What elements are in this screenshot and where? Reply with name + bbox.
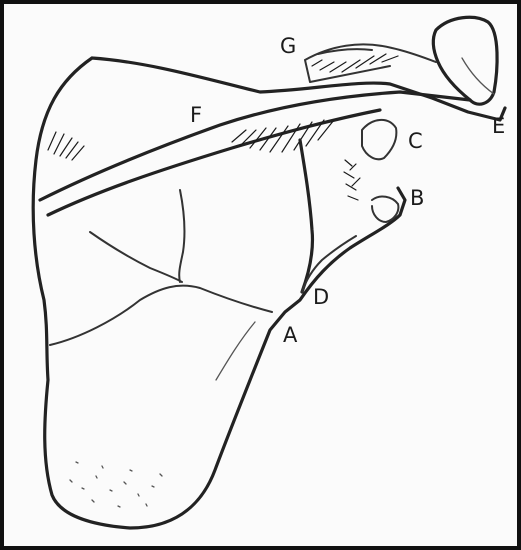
- label-f: F: [190, 103, 202, 127]
- label-c: C: [408, 129, 423, 153]
- label-a: A: [283, 323, 298, 347]
- label-g: G: [280, 34, 296, 58]
- label-e: E: [492, 114, 505, 138]
- label-d: D: [313, 285, 329, 309]
- label-b: B: [410, 186, 424, 210]
